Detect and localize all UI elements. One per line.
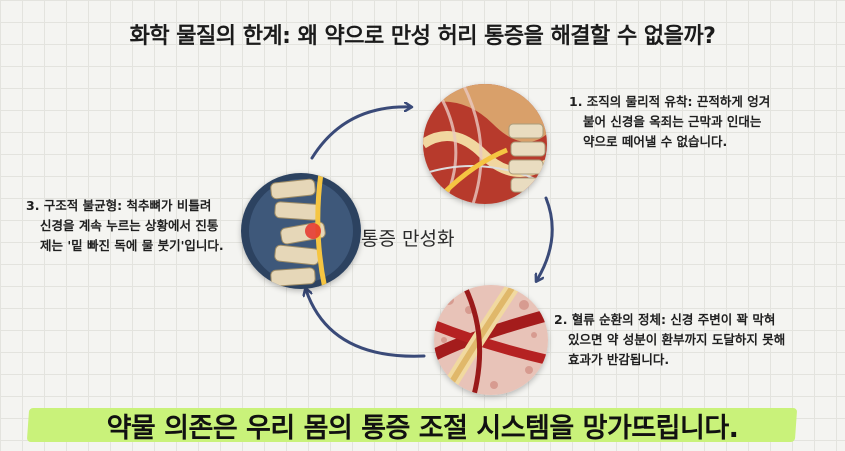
page-title: 화학 물질의 한계: 왜 약으로 만성 허리 통증을 해결할 수 없을까? bbox=[129, 24, 716, 49]
blood-flow-blockage-illustration bbox=[434, 285, 548, 395]
cycle-center-label: 통증 만성화 bbox=[361, 228, 455, 250]
bottom-banner-text: 약물 의존은 우리 몸의 통증 조절 시스템을 망가뜨립니다. bbox=[106, 413, 739, 444]
step-1-line-1: 1. 조직의 물리적 유착: 끈적하게 엉겨 bbox=[569, 94, 771, 109]
arrow-2-to-3 bbox=[306, 290, 426, 358]
step-2-line-3: 효과가 반감됩니다. bbox=[568, 352, 670, 367]
step-1-line-2: 붙어 신경을 옥죄는 근막과 인대는 bbox=[583, 114, 762, 129]
step-1-line-3: 약으로 떼어낼 수 없습니다. bbox=[583, 134, 728, 149]
step-2-line-2: 있으면 약 성분이 환부까지 도달하지 못해 bbox=[568, 332, 786, 347]
step-3-line-2: 신경을 계속 누르는 상황에서 진통 bbox=[40, 218, 219, 233]
step-2-text: 2. 혈류 순환의 정체: 신경 주변이 꽉 막혀 있으면 약 성분이 환부까지… bbox=[554, 310, 785, 370]
step-1-text: 1. 조직의 물리적 유착: 끈적하게 엉겨 붙어 신경을 옥죄는 근막과 인대… bbox=[569, 92, 770, 152]
step-3-line-3: 제는 '밑 빠진 독에 물 붓기'입니다. bbox=[40, 238, 224, 253]
step-3-line-1: 3. 구조적 불균형: 척추뼈가 비틀려 bbox=[26, 198, 212, 213]
arrow-3-to-1 bbox=[310, 107, 410, 160]
fascia-adhesion-illustration bbox=[423, 84, 547, 204]
arrow-1-to-2 bbox=[537, 196, 554, 280]
step-3-text: 3. 구조적 불균형: 척추뼈가 비틀려 신경을 계속 누르는 상황에서 진통 … bbox=[26, 196, 224, 256]
step-2-line-1: 2. 혈류 순환의 정체: 신경 주변이 꽉 막혀 bbox=[554, 312, 776, 327]
bottom-banner: 약물 의존은 우리 몸의 통증 조절 시스템을 망가뜨립니다. bbox=[0, 398, 845, 448]
spine-imbalance-illustration bbox=[241, 173, 361, 289]
